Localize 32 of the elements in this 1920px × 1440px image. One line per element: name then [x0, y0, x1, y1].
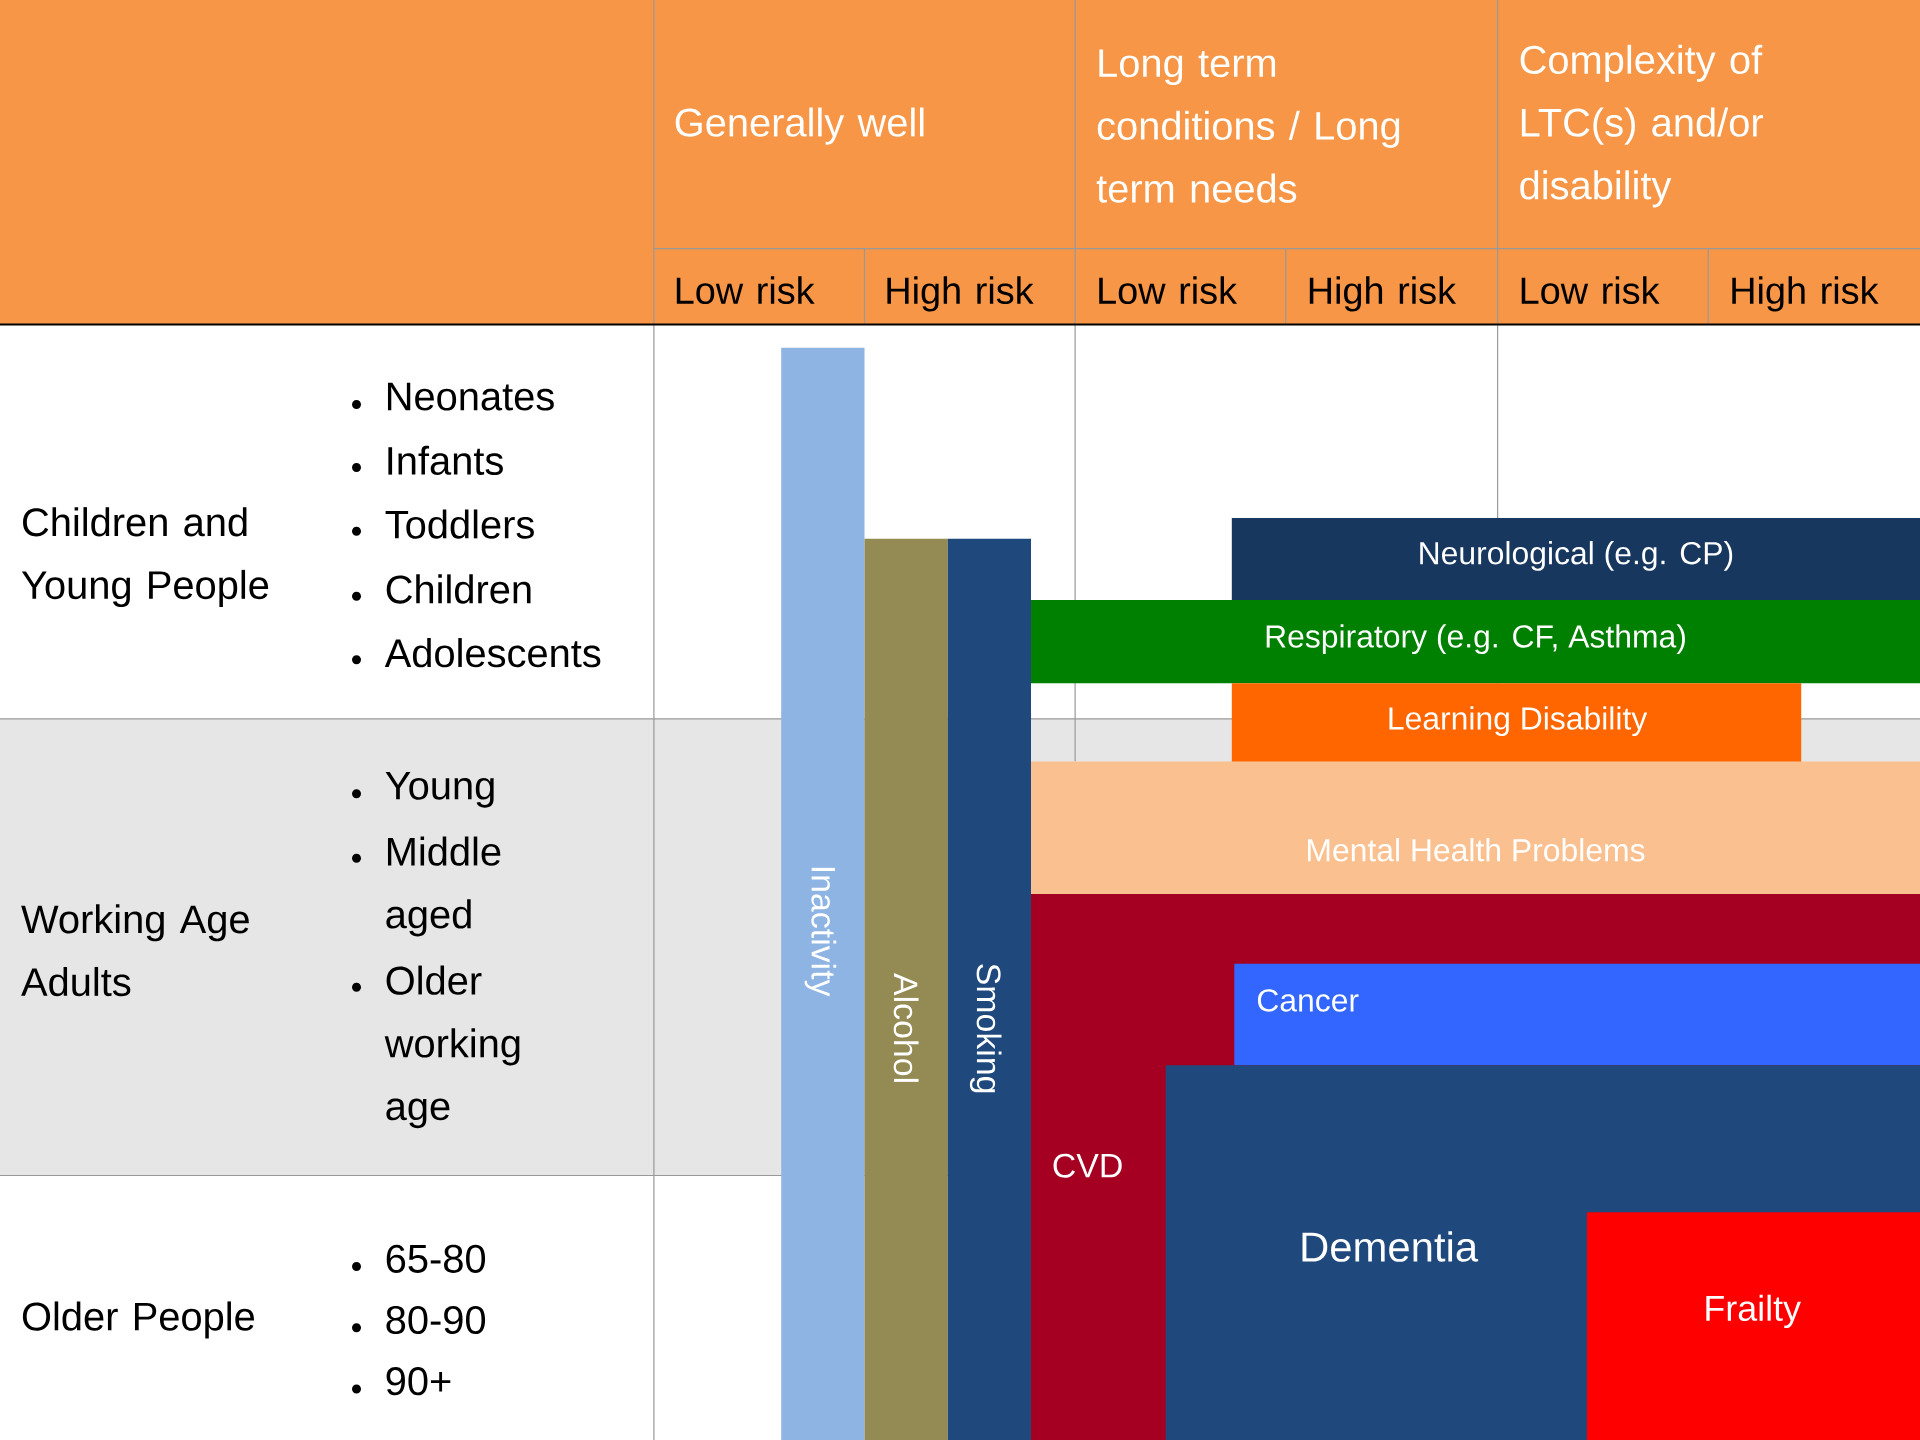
- column-header: Low risk: [676, 276, 815, 305]
- column-header: Low risk: [1099, 276, 1238, 305]
- condition-band: Smoking: [947, 538, 1031, 1440]
- header-text: Generally well: [675, 107, 924, 145]
- row-header: Children and Young People: [21, 507, 269, 608]
- condition-band: Alcohol: [864, 538, 948, 1440]
- bullet-item: Young: [352, 771, 494, 808]
- header-text: Long term conditions / Long term needs: [1096, 49, 1400, 203]
- header-text: Complexity of LTC(s) and/or disability: [1520, 44, 1763, 208]
- bullet-item: Older working age: [352, 965, 520, 1129]
- column-header: High risk: [887, 276, 1034, 312]
- condition-band: Respiratory (e.g. CF, Asthma): [1031, 600, 1920, 684]
- condition-band: Mental Health Problems: [1031, 761, 1920, 894]
- condition-band: Learning Disability: [1231, 683, 1802, 768]
- bullet-item: Neonates: [352, 382, 554, 411]
- bullet-item: Children: [352, 574, 531, 604]
- row-header: Older People: [22, 1301, 254, 1339]
- column-header: High risk: [1309, 276, 1457, 312]
- bullet-item: Adolescents: [352, 638, 601, 668]
- row-header: Working Age Adults: [21, 904, 249, 997]
- condition-band: Neurological (e.g. CP): [1231, 518, 1920, 600]
- condition-band: Cancer: [1234, 963, 1920, 1066]
- column-header: Low risk: [1521, 276, 1660, 305]
- bullet-item: 80-90: [352, 1305, 486, 1335]
- column-header: High risk: [1732, 276, 1879, 312]
- condition-band: Frailty: [1586, 1212, 1920, 1440]
- bullet-item: Infants: [352, 445, 503, 475]
- bullet-item: Middle aged: [352, 836, 501, 937]
- condition-band: Inactivity: [781, 347, 865, 1440]
- bullet-item: Toddlers: [352, 509, 534, 539]
- bullet-item: 90+: [352, 1367, 451, 1396]
- bullet-item: 65-80: [352, 1244, 486, 1273]
